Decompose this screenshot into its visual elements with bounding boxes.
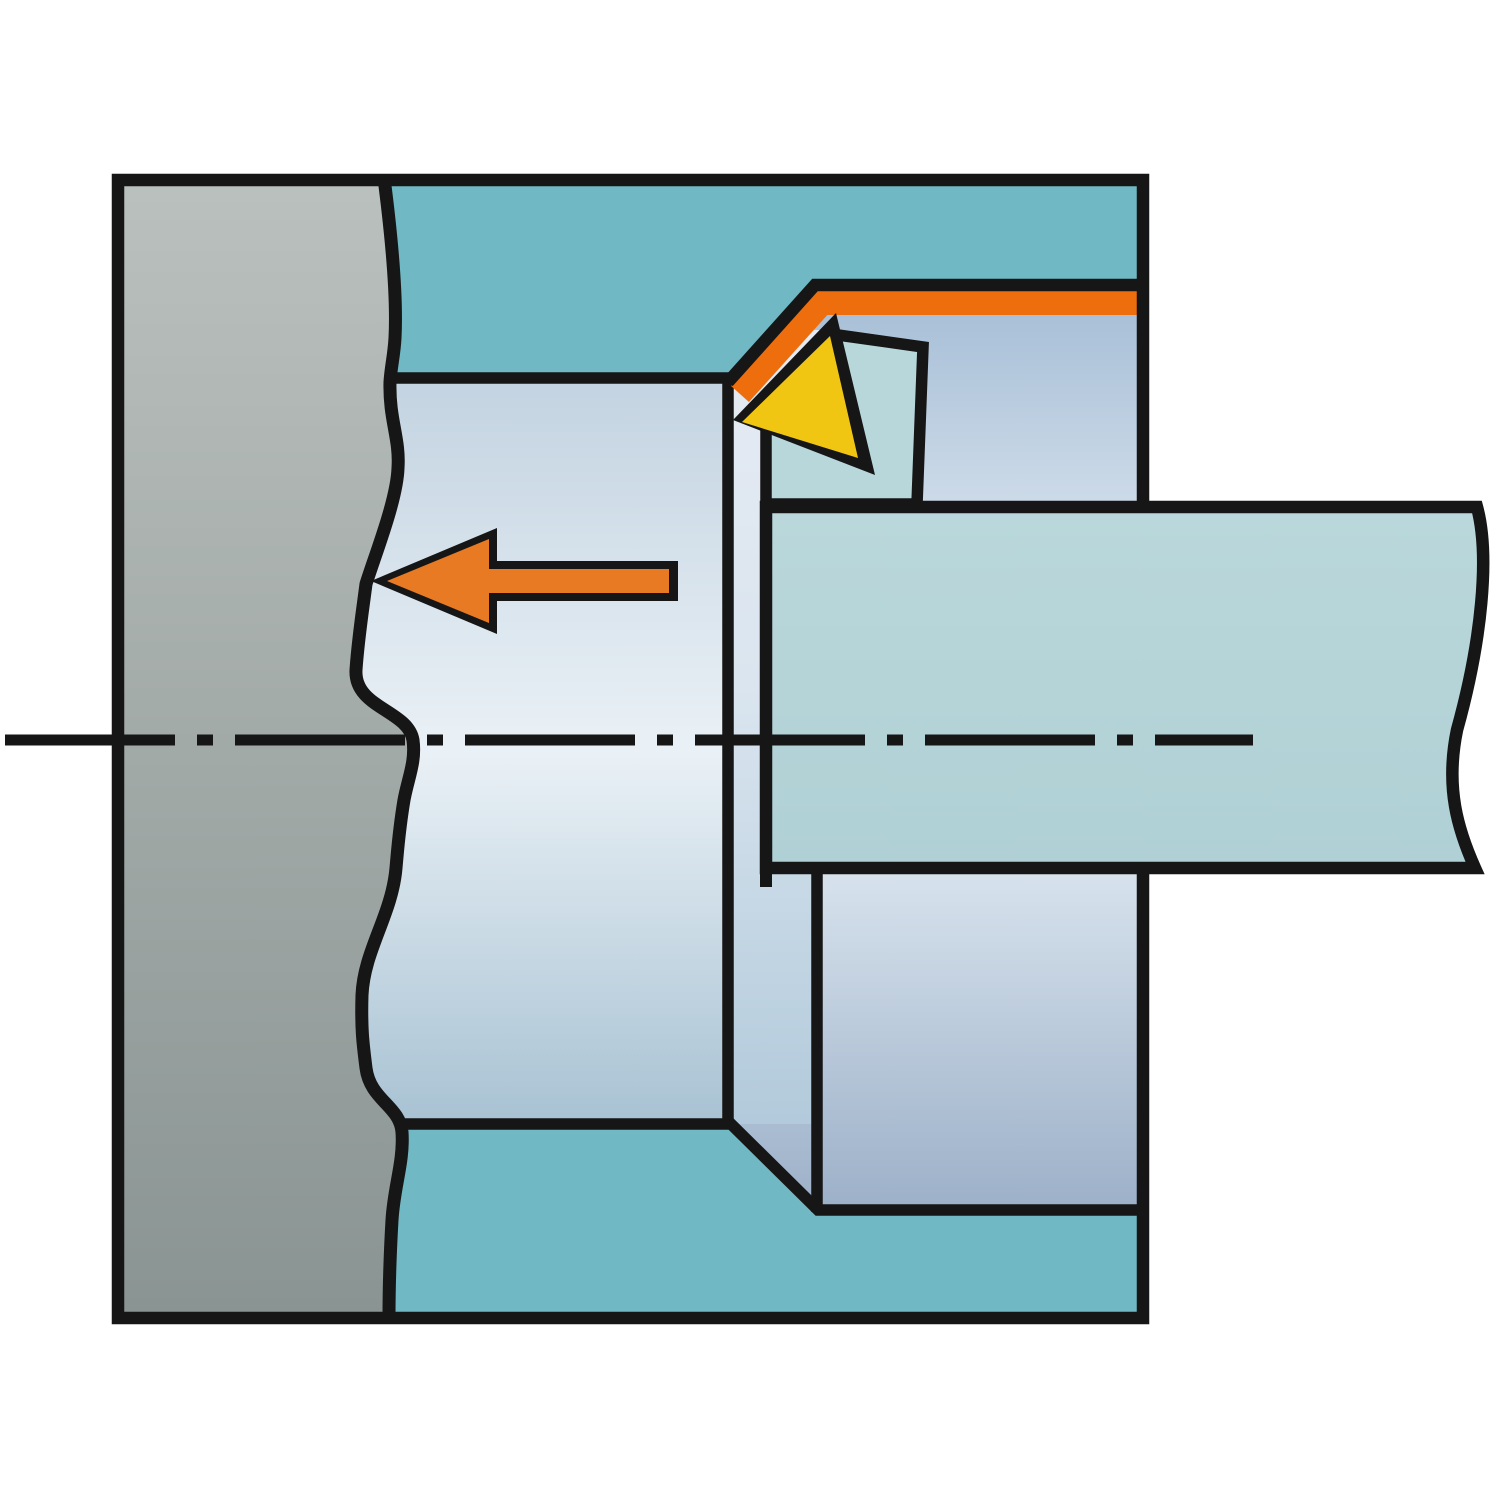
bore-bottom-edge-line [366,1118,1140,1216]
workpiece-wall-section [120,178,414,1318]
boring-bar [759,500,1490,875]
wall-broken-edge-line [349,177,421,1319]
cutting-insert [742,336,858,458]
feed-arrow [387,539,669,623]
machined-surface-edge-line [723,278,1140,387]
machined-surface-band [731,291,1140,403]
